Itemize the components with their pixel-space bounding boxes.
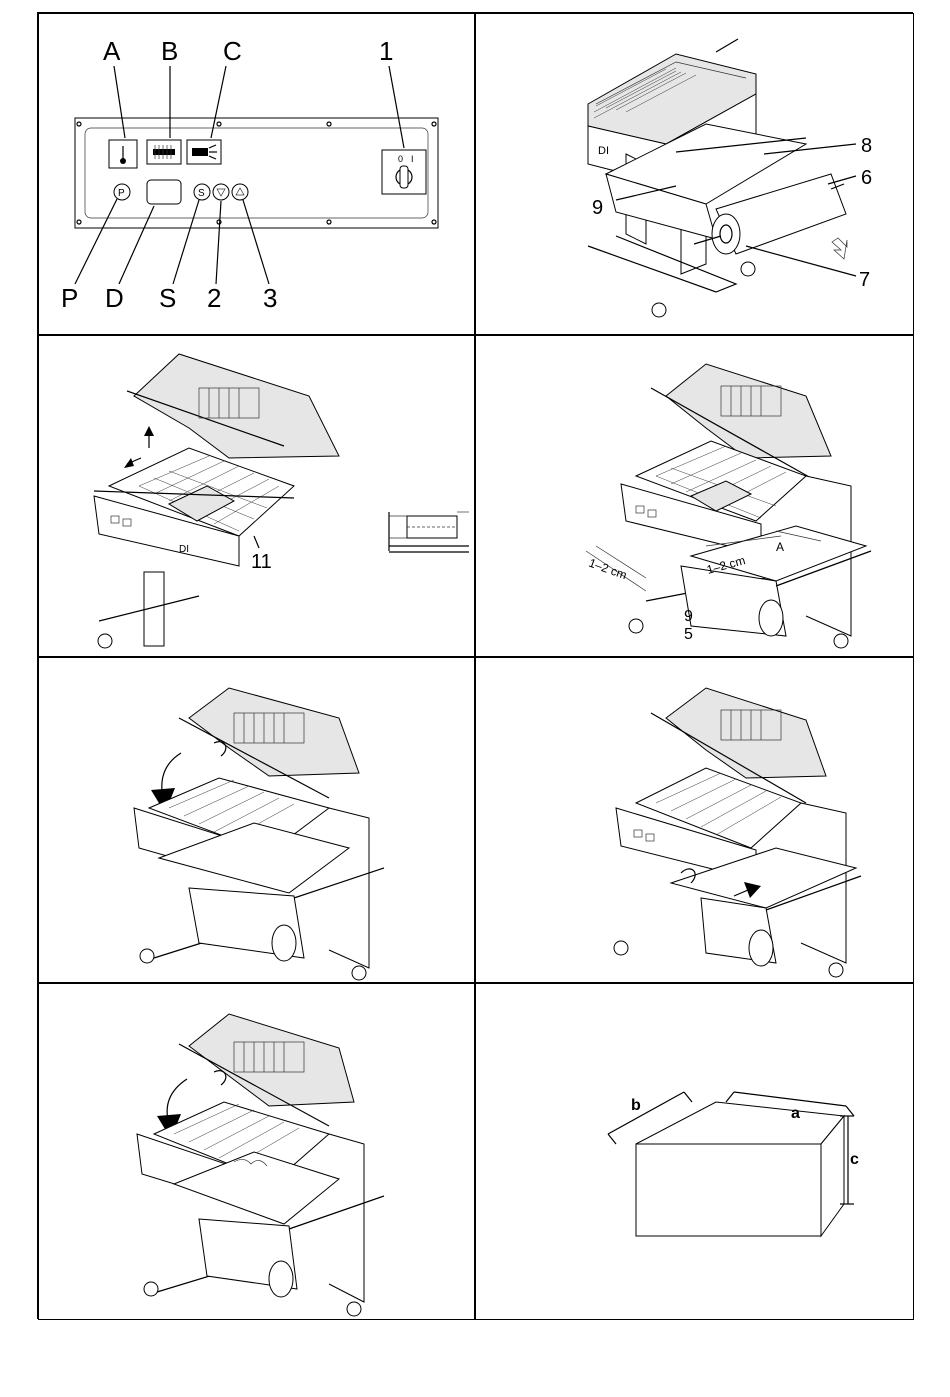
panel-package-dimensions: b a c [475,983,914,1320]
callout-5: 5 [684,626,693,643]
panel-film-roll: DI [475,13,914,335]
panel-tray-height: DI 11 [38,335,475,657]
callout-9: 9 [592,197,603,219]
package-box-drawing: b a c [476,984,914,1320]
lid [179,1014,354,1126]
label-a: A [103,36,121,66]
machine-badge: DI [598,145,609,157]
leader-line-11 [254,536,259,548]
callout-11: 11 [251,551,272,573]
callout-6: 6 [861,167,872,189]
up-button[interactable] [232,184,248,200]
control-board-drawing: 0 I P S [39,14,475,335]
callout-8: 8 [861,135,872,157]
insert-arrow-icon [832,238,847,259]
switch-on-mark: I [411,154,414,164]
chamber: DI [94,448,294,648]
label-s: S [159,283,176,313]
hand-icon [214,1071,226,1085]
dim-a-label: a [791,1105,800,1122]
dim-c-label: c [850,1151,859,1168]
callout-9: 9 [684,608,693,625]
measure-left-label: 1–2 cm [587,556,629,583]
label-3: 3 [263,283,277,313]
tray-height-drawing: DI 11 [39,336,475,657]
adjust-arrows [124,426,154,468]
instruction-figure-grid: 0 I P S [37,12,913,1319]
program-button-letter: P [118,188,125,199]
film-placement-drawing: 1–2 cm 1–2 cm A 9 5 [476,336,914,657]
hand-icon [214,742,226,756]
switch-off-mark: 0 [398,154,403,164]
panel-lower-lid [38,657,475,983]
down-button[interactable] [213,184,229,200]
display-window [147,180,181,204]
measure-a-label: A [776,540,784,554]
label-d: D [105,283,124,313]
panel-control-board: 0 I P S [38,13,475,335]
label-b: B [161,36,178,66]
height-detail-inset [389,512,469,552]
label-c: C [223,36,242,66]
close-lid-drawing [39,984,475,1320]
panel-film-placement: 1–2 cm 1–2 cm A 9 5 [475,335,914,657]
label-2: 2 [207,283,221,313]
label-1: 1 [379,36,393,66]
machine-badge: DI [179,544,189,555]
film-roll-drawing: DI [476,14,914,335]
panel-push-product [475,657,914,983]
callout-7: 7 [859,269,870,291]
dim-b-label: b [631,1097,641,1114]
panel-close-lid [38,983,475,1320]
lid [127,354,339,458]
lid [179,688,359,798]
push-product-drawing [476,658,914,983]
lower-lid-drawing [39,658,475,983]
label-p: P [61,283,78,313]
set-button-letter: S [198,188,205,199]
box [636,1102,844,1236]
